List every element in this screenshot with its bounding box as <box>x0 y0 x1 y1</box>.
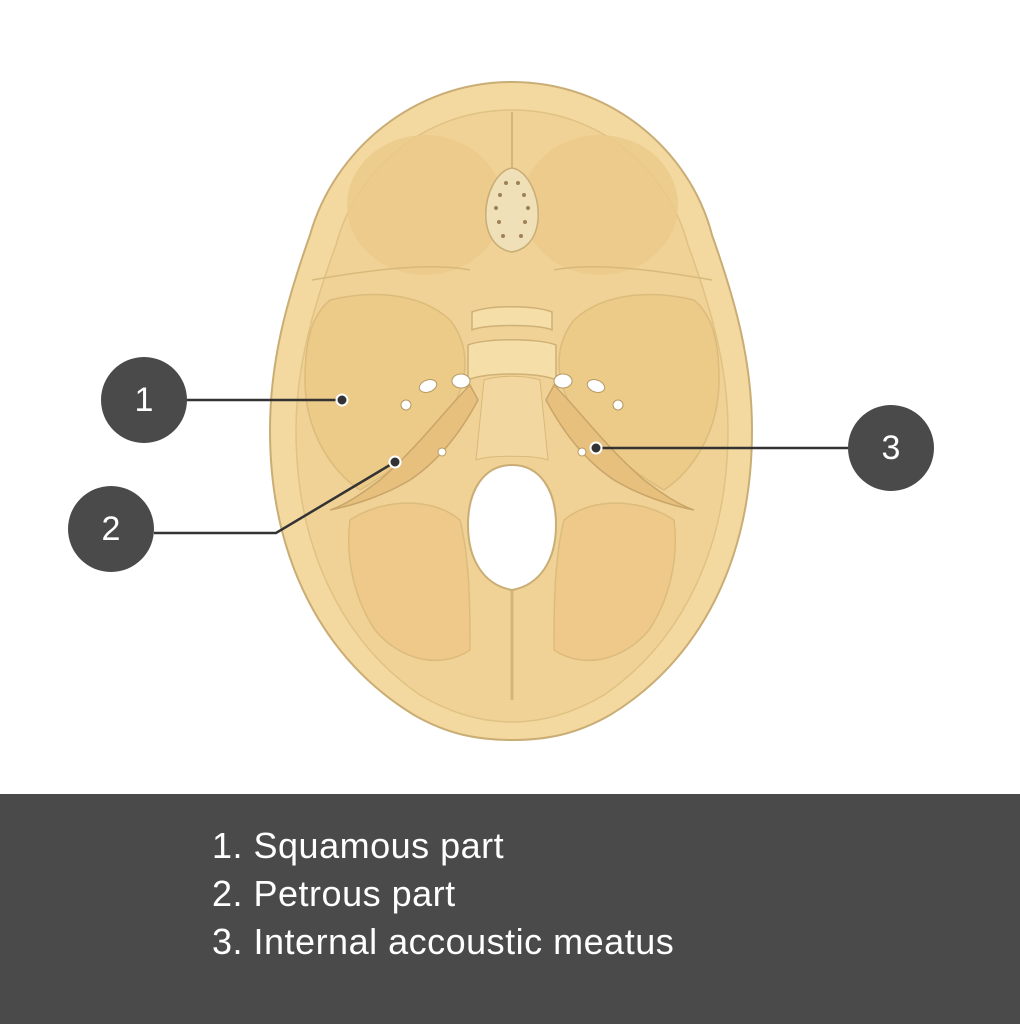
sella-turcica <box>467 306 557 382</box>
marker-dot-3 <box>589 441 603 455</box>
leader-lines <box>154 398 848 535</box>
legend-list: 1. Squamous part 2. Petrous part 3. Inte… <box>212 822 674 966</box>
callout-2: 2 <box>68 486 154 572</box>
foramina <box>400 373 624 457</box>
marker-dot-1 <box>335 393 349 407</box>
anterior-fossa-left <box>347 135 503 275</box>
anterior-fossa-right <box>522 135 678 275</box>
callout-number-2: 2 <box>101 509 121 548</box>
marker-dot-2 <box>388 455 402 469</box>
legend-panel: 1. Squamous part 2. Petrous part 3. Inte… <box>0 794 1020 1024</box>
callout-number-1: 1 <box>134 380 154 419</box>
skull-base-illustration <box>154 80 848 742</box>
foramen-magnum <box>466 463 558 592</box>
legend-item-squamous: 1. Squamous part <box>212 825 505 866</box>
cribriform-foramina <box>494 181 530 238</box>
clivus <box>475 375 549 461</box>
marker-dots <box>335 393 603 469</box>
legend-item-internal-acoustic-meatus: 3. Internal accoustic meatus <box>212 921 675 962</box>
sphenoid-ridge <box>311 266 713 281</box>
callout-number-3: 3 <box>881 428 901 467</box>
posterior-fossa-right <box>553 502 677 662</box>
legend-item-petrous: 2. Petrous part <box>212 873 456 914</box>
leader-line-2 <box>154 460 396 535</box>
cribriform-plate <box>485 167 539 253</box>
posterior-fossa-left <box>347 502 471 662</box>
skull-base-diagram <box>154 80 848 742</box>
callout-1: 1 <box>101 357 187 443</box>
callout-3: 3 <box>848 405 934 491</box>
